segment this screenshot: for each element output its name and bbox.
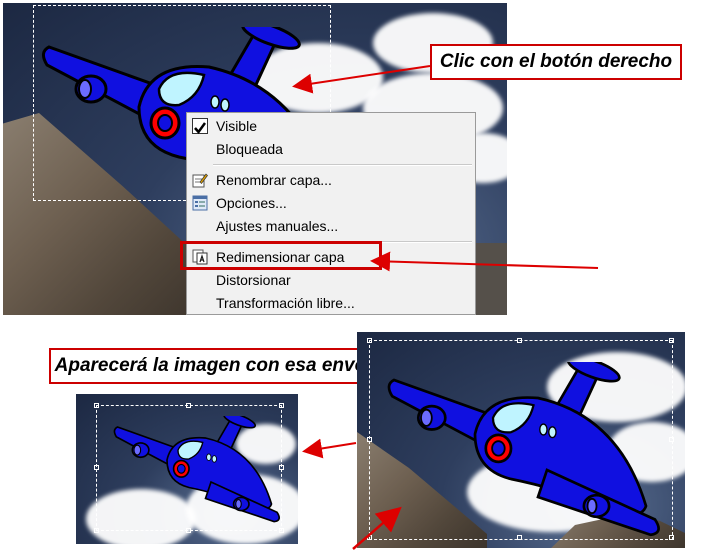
- menu-item-free-transform[interactable]: Transformación libre...: [187, 292, 475, 314]
- menu-item-visible[interactable]: Visible: [187, 115, 475, 137]
- resize-handle[interactable]: [94, 403, 99, 408]
- resize-handle[interactable]: [186, 528, 191, 533]
- menu-item-label: Distorsionar: [216, 272, 291, 288]
- menu-item-label: Ajustes manuales...: [216, 218, 339, 234]
- menu-item-resize-layer[interactable]: Redimensionar capa: [187, 246, 475, 268]
- menu-item-label: Visible: [216, 118, 257, 134]
- resize-layer-icon: [192, 249, 208, 265]
- resize-handle[interactable]: [279, 465, 284, 470]
- resize-handle[interactable]: [94, 465, 99, 470]
- checkmark-icon: [192, 118, 208, 135]
- resize-handle[interactable]: [669, 535, 674, 540]
- menu-item-label: Transformación libre...: [216, 295, 355, 311]
- resize-handle[interactable]: [186, 403, 191, 408]
- arrow-to-small-image: [302, 438, 357, 459]
- cloud: [86, 489, 196, 544]
- resize-handle[interactable]: [367, 437, 372, 442]
- options-icon: [192, 195, 208, 211]
- resize-handle[interactable]: [669, 338, 674, 343]
- menu-item-label: Redimensionar capa: [216, 249, 345, 265]
- menu-item-options[interactable]: Opciones...: [187, 192, 475, 214]
- layer-selection-frame[interactable]: [33, 5, 331, 201]
- resize-envelope[interactable]: [96, 405, 282, 531]
- menu-item-label: Renombrar capa...: [216, 172, 332, 188]
- callout-text: Clic con el botón derecho: [439, 51, 673, 72]
- callout-result: Aparecerá la imagen con esa envoltura: [49, 348, 413, 384]
- rock: [473, 243, 507, 315]
- resize-handle[interactable]: [517, 338, 522, 343]
- menu-item-locked[interactable]: Bloqueada: [187, 138, 475, 160]
- resize-handle[interactable]: [517, 535, 522, 540]
- context-menu: Visible Bloqueada Renombrar capa... Opci…: [186, 112, 476, 315]
- menu-item-distort[interactable]: Distorsionar: [187, 269, 475, 291]
- resize-handle[interactable]: [669, 437, 674, 442]
- resize-handle[interactable]: [367, 338, 372, 343]
- arrow-to-menu-item: [370, 251, 599, 272]
- rename-icon: [192, 172, 208, 188]
- small-canvas: [76, 394, 298, 544]
- cloud: [236, 424, 296, 464]
- arrow-to-handle: [352, 506, 402, 550]
- resize-handle[interactable]: [279, 528, 284, 533]
- menu-item-label: Bloqueada: [216, 141, 283, 157]
- callout-right-click: Clic con el botón derecho: [430, 44, 682, 80]
- menu-item-rename-layer[interactable]: Renombrar capa...: [187, 169, 475, 191]
- menu-item-label: Opciones...: [216, 195, 287, 211]
- resize-handle[interactable]: [94, 528, 99, 533]
- menu-separator: [213, 164, 472, 166]
- menu-item-manual-adjustments[interactable]: Ajustes manuales...: [187, 215, 475, 237]
- large-canvas: [357, 332, 685, 548]
- callout-text: Aparecerá la imagen con esa envoltura: [54, 355, 408, 376]
- arrow-to-canvas: [292, 65, 431, 94]
- resize-handle[interactable]: [279, 403, 284, 408]
